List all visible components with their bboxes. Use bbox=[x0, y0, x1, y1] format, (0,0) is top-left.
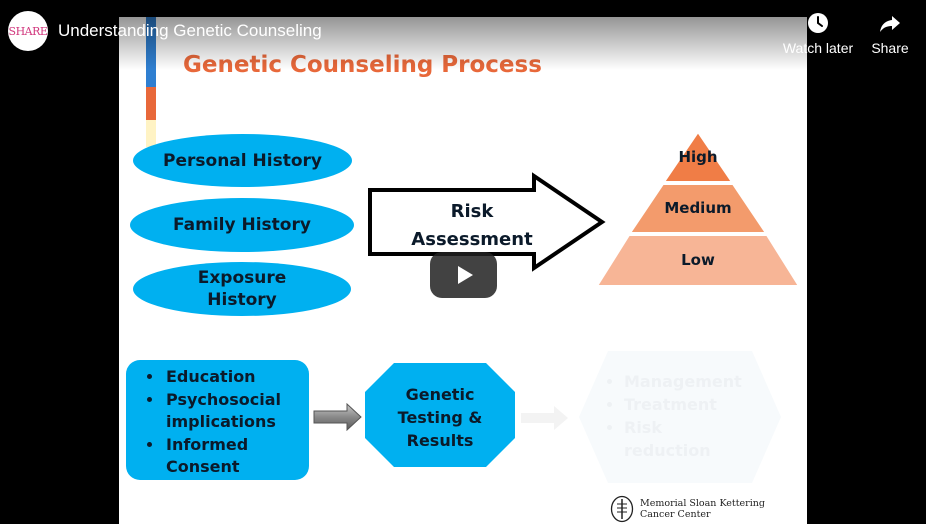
education-box: Education Psychosocial implications Info… bbox=[126, 360, 309, 480]
share-button[interactable]: Share bbox=[866, 12, 914, 56]
education-item: Informed Consent bbox=[164, 434, 309, 479]
oval-label: Exposure History bbox=[197, 268, 287, 310]
slide-title: Genetic Counseling Process bbox=[183, 52, 542, 78]
play-icon bbox=[457, 266, 473, 284]
share-arrow-icon bbox=[880, 16, 900, 32]
faded-item: Risk reduction bbox=[624, 416, 714, 462]
msk-logo-icon bbox=[610, 495, 634, 523]
msk-logo-line1: Memorial Sloan Kettering bbox=[640, 498, 765, 509]
education-item: Psychosocial implications bbox=[164, 389, 309, 434]
play-button[interactable] bbox=[430, 252, 497, 298]
genetic-testing-octagon bbox=[365, 363, 515, 467]
faded-item: Management bbox=[624, 370, 742, 393]
oval-label: Personal History bbox=[163, 150, 322, 171]
msk-logo-line2: Cancer Center bbox=[640, 509, 711, 520]
watch-later-label: Watch later bbox=[782, 40, 854, 56]
video-title[interactable]: Understanding Genetic Counseling bbox=[58, 21, 322, 40]
msk-logo: Memorial Sloan Kettering Cancer Center bbox=[610, 495, 765, 523]
clock-icon bbox=[808, 13, 828, 33]
oval-family-history: Family History bbox=[130, 198, 354, 252]
faded-list: Management Treatment Risk reduction bbox=[606, 370, 742, 462]
watch-later-button[interactable]: Watch later bbox=[780, 12, 856, 56]
share-label: Share bbox=[871, 40, 909, 56]
oval-personal-history: Personal History bbox=[133, 134, 352, 187]
oval-exposure-history: Exposure History bbox=[133, 262, 351, 316]
testing-line1: Genetic bbox=[405, 385, 475, 404]
faded-arrow-icon bbox=[521, 406, 568, 430]
testing-line3: Results bbox=[406, 431, 474, 450]
risk-pyramid bbox=[596, 132, 800, 287]
genetic-testing-label: Genetic Testing & Results bbox=[366, 383, 514, 452]
pyramid-label-high: High bbox=[678, 148, 718, 166]
small-arrow-icon bbox=[313, 403, 362, 431]
channel-avatar[interactable]: SHARE bbox=[8, 11, 48, 51]
risk-assessment-arrow bbox=[368, 172, 606, 272]
education-item: Education bbox=[164, 366, 309, 389]
faded-hexagon bbox=[579, 351, 781, 483]
pyramid-high bbox=[662, 132, 734, 183]
arrow-label-line1: Risk bbox=[450, 201, 494, 222]
pyramid-label-low: Low bbox=[681, 251, 715, 269]
pyramid-low bbox=[596, 234, 800, 287]
oval-label: Family History bbox=[173, 215, 311, 235]
pyramid-label-medium: Medium bbox=[664, 199, 732, 217]
testing-line2: Testing & bbox=[397, 408, 483, 427]
pyramid-medium bbox=[628, 183, 768, 234]
arrow-label-line2: Assessment bbox=[411, 229, 533, 250]
channel-logo-text: SHARE bbox=[8, 24, 48, 38]
arrow-label: Risk Assessment bbox=[392, 198, 552, 254]
faded-item: Treatment bbox=[624, 393, 742, 416]
